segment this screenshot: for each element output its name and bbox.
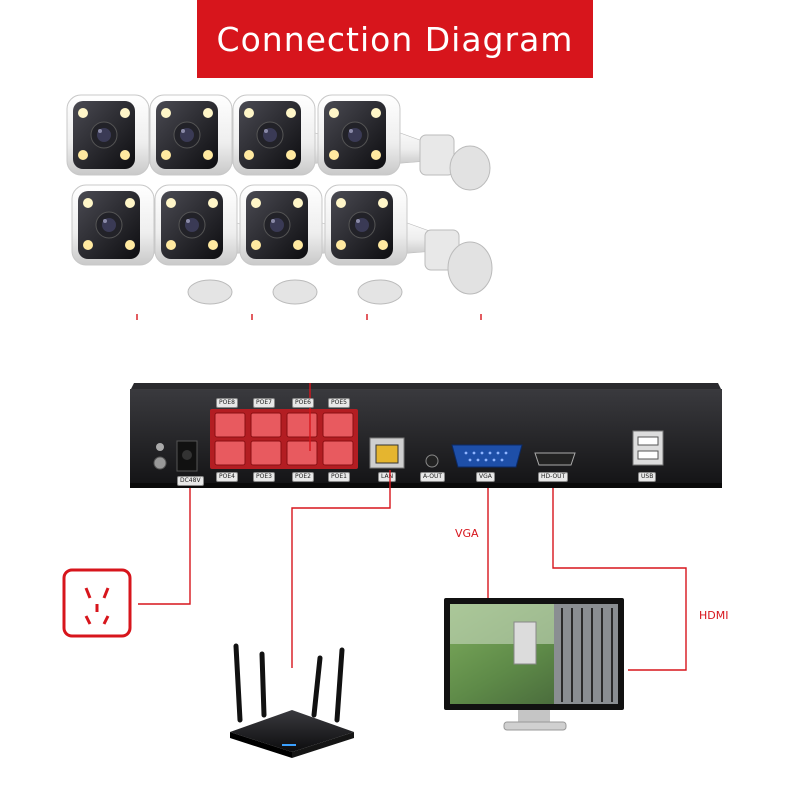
port-label-poe1: POE1 <box>328 472 350 482</box>
title-banner: Connection Diagram <box>197 0 593 78</box>
camera-bus-line <box>136 314 482 320</box>
port-label-poe4: POE4 <box>216 472 238 482</box>
wifi-router-icon <box>230 643 354 758</box>
power-port-label: DC48V <box>177 476 204 486</box>
page-title: Connection Diagram <box>216 19 574 59</box>
power-outlet-icon <box>62 568 132 638</box>
monitor-icon <box>444 598 624 731</box>
camera-mount-icon <box>419 134 491 191</box>
lan-port-label: LAN <box>378 472 397 482</box>
camera-icon <box>324 184 436 266</box>
audio-port-label: A-OUT <box>420 472 446 482</box>
usb-port-label: USB <box>638 472 657 482</box>
port-label-poe6: POE6 <box>292 398 314 408</box>
hdmi-connection-label: HDMI <box>699 609 729 622</box>
nvr-device: POE8 POE7 POE6 POE5 POE4 POE3 POE2 POE1 … <box>130 383 722 488</box>
camera-mount-icon <box>187 229 493 305</box>
vga-connection-label: VGA <box>455 527 479 540</box>
camera-icon <box>317 94 429 176</box>
camera-group <box>66 94 493 320</box>
hdmi-port-label: HD-OUT <box>538 472 569 482</box>
port-label-poe3: POE3 <box>253 472 275 482</box>
vga-port-label: VGA <box>476 472 495 482</box>
port-label-poe2: POE2 <box>292 472 314 482</box>
port-label-poe5: POE5 <box>328 398 350 408</box>
port-label-poe7: POE7 <box>253 398 275 408</box>
port-label-poe8: POE8 <box>216 398 238 408</box>
